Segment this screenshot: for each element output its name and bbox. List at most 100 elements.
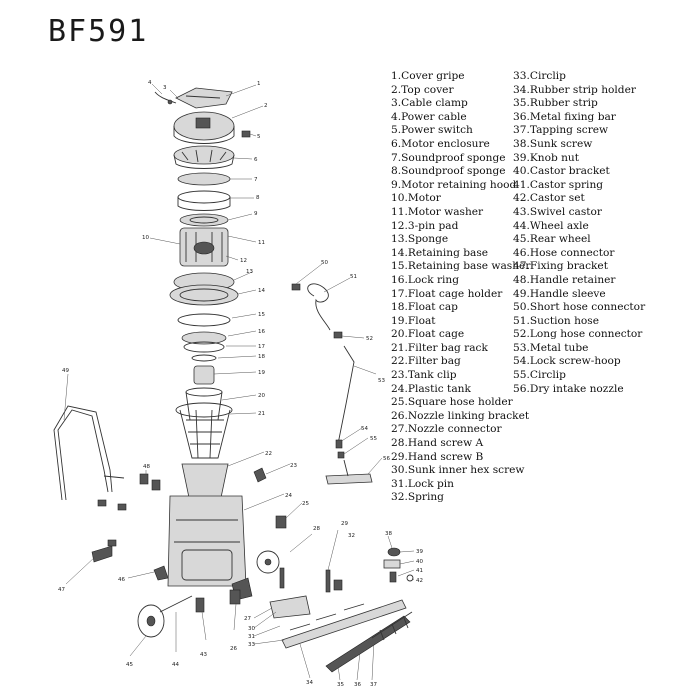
callout-28: 28	[313, 526, 320, 532]
callout-21: 21	[258, 411, 265, 417]
callout-49: 49	[62, 368, 69, 374]
legend-item: 38.Sunk screw	[513, 137, 593, 150]
callout-14: 14	[258, 288, 265, 294]
float-cap-part	[191, 354, 217, 362]
rear-wheel-right-part	[256, 550, 280, 574]
callout-29: 29	[341, 521, 348, 527]
legend-item: 32.Spring	[391, 491, 444, 504]
fixing-bracket-part	[91, 499, 127, 563]
callout-33: 33	[248, 642, 255, 648]
callout-37: 37	[370, 682, 377, 688]
legend-item: 24.Plastic tank	[391, 382, 471, 395]
callout-50: 50	[321, 260, 328, 266]
callout-53: 53	[378, 378, 385, 384]
wheel-axle-part	[159, 595, 193, 613]
legend-item: 27.Nozzle connector	[391, 423, 502, 436]
handle-retainer-part	[139, 473, 161, 491]
callout-24: 24	[285, 493, 292, 499]
legend-item: 28.Hand screw A	[391, 437, 484, 450]
callout-4: 4	[148, 80, 152, 86]
legend-item: 52.Long hose connector	[513, 328, 643, 341]
callout-12: 12	[240, 258, 247, 264]
motor-enclosure-part	[173, 145, 235, 169]
legend-item: 25.Square hose holder	[391, 396, 513, 409]
legend-item: 48.Handle retainer	[513, 273, 616, 286]
legend-item: 41.Castor spring	[513, 178, 604, 191]
legend-item: 4.Power cable	[391, 110, 467, 123]
legend-item: 3.Cable clamp	[391, 97, 468, 110]
callout-41: 41	[416, 568, 423, 574]
callout-56: 56	[383, 456, 390, 462]
legend-item: 49.Handle sleeve	[513, 287, 606, 300]
legend-item: 40.Castor bracket	[513, 165, 610, 178]
rubber-strip-holder-part	[281, 599, 407, 649]
dry-intake-nozzle-part	[325, 459, 373, 485]
callout-34: 34	[306, 680, 313, 686]
float-part	[193, 365, 215, 385]
legend-item: 45.Rear wheel	[513, 233, 591, 246]
callout-39: 39	[416, 549, 423, 555]
motor-retaining-hood-part	[179, 213, 229, 227]
callout-2: 2	[264, 103, 268, 109]
callout-25: 25	[302, 501, 309, 507]
legend-item: 21.Filter bag rack	[391, 341, 488, 354]
legend-item: 26.Nozzle linking bracket	[391, 409, 530, 422]
callout-47: 47	[58, 587, 65, 593]
callout-numbers: 1 2 3 4 5 6 7 8 9 10 11 12 13 14 15 16 1…	[58, 80, 423, 688]
legend-item: 42.Castor set	[513, 192, 585, 205]
float-cage-part	[175, 387, 233, 421]
callout-17: 17	[258, 344, 265, 350]
callout-1: 1	[257, 81, 261, 87]
legend-item: 6.Motor enclosure	[391, 137, 490, 150]
retaining-base-part	[169, 272, 239, 306]
legend-item: 46.Hose connector	[513, 246, 615, 259]
legend-item: 50.Short hose connector	[513, 301, 646, 314]
callout-32: 32	[348, 533, 355, 539]
legend-item: 18.Float cap	[391, 301, 458, 314]
legend-item: 39.Knob nut	[513, 151, 580, 164]
callout-44: 44	[172, 662, 179, 668]
suction-hose-part	[307, 283, 331, 331]
legend-item: 47.Fixing bracket	[513, 260, 608, 273]
callout-22: 22	[265, 451, 272, 457]
legend-item: 9.Motor retaining hood	[391, 178, 517, 191]
legend-item: 5.Power switch	[391, 124, 473, 137]
callout-43: 43	[200, 652, 207, 658]
legend-item: 29.Hand screw B	[391, 450, 484, 463]
callout-36: 36	[354, 682, 361, 688]
legend-item: 22.Filter bag	[391, 355, 461, 368]
lock-screw-hoop-part	[335, 439, 345, 459]
cover-gripe-part	[175, 87, 233, 109]
legend-item: 2.Top cover	[391, 83, 454, 96]
callout-51: 51	[350, 274, 357, 280]
legend-item: 56.Dry intake nozzle	[513, 382, 624, 395]
soundproof-sponge-7-part	[177, 172, 231, 186]
legend-item: 16.Lock ring	[391, 273, 460, 286]
legend-item: 53.Metal tube	[513, 341, 589, 354]
legend-item: 54.Lock screw-hoop	[513, 355, 621, 368]
callout-20: 20	[258, 393, 265, 399]
callout-46: 46	[118, 577, 125, 583]
filter-bag-rack-part	[179, 409, 231, 459]
callout-9: 9	[254, 211, 258, 217]
nozzle-bracket-part	[269, 567, 343, 619]
motor-part	[179, 227, 229, 267]
legend-item: 43.Swivel castor	[513, 205, 602, 218]
callout-26: 26	[230, 646, 237, 652]
legend-item: 7.Soundproof sponge	[391, 151, 506, 164]
callout-3: 3	[163, 85, 167, 91]
power-switch-part	[241, 130, 251, 138]
rubber-strip-part	[325, 615, 411, 673]
callout-35: 35	[337, 682, 344, 688]
callout-10: 10	[142, 235, 149, 241]
soundproof-sponge-8-part	[177, 190, 231, 211]
callout-52: 52	[366, 336, 373, 342]
callout-15: 15	[258, 312, 265, 318]
callout-11: 11	[258, 240, 265, 246]
legend-item: 12.3-pin pad	[391, 219, 459, 232]
callout-18: 18	[258, 354, 265, 360]
callout-42: 42	[416, 578, 423, 584]
